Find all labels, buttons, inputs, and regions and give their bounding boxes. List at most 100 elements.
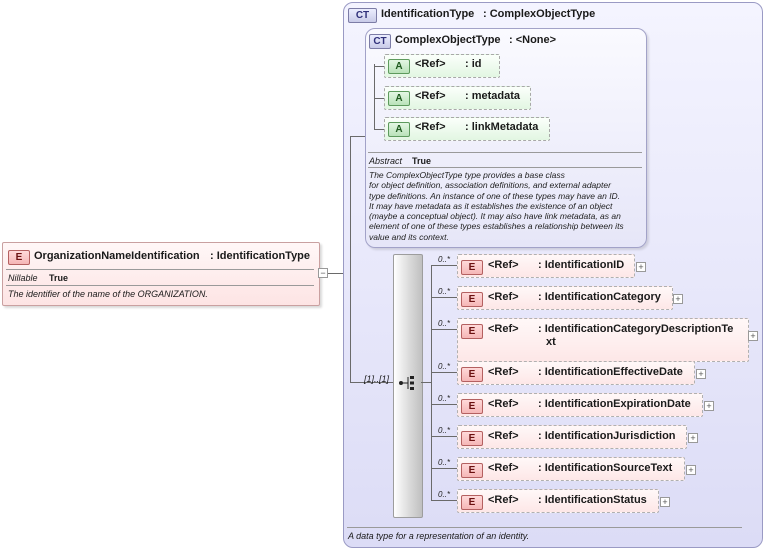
child-cardinality: 0..* xyxy=(438,319,451,328)
element-icon: E xyxy=(461,324,483,339)
connector-line xyxy=(350,136,351,382)
ref-label: <Ref> xyxy=(415,90,446,102)
divider xyxy=(368,152,642,153)
child-identification-category[interactable]: E <Ref> : IdentificationCategory xyxy=(457,286,673,310)
sequence-cardinality: [1]..[1] xyxy=(364,374,390,384)
ref-label: <Ref> xyxy=(488,430,519,442)
ref-label: <Ref> xyxy=(488,323,519,335)
root-element-box[interactable]: E OrganizationNameIdentification : Ident… xyxy=(2,242,320,306)
child-identification-status[interactable]: E <Ref> : IdentificationStatus xyxy=(457,489,659,513)
outer-type-doc: A data type for a representation of an i… xyxy=(348,531,530,541)
divider xyxy=(6,285,314,286)
element-icon: E xyxy=(461,260,483,275)
child-cardinality: 0..* xyxy=(438,490,451,499)
connector-line xyxy=(350,382,393,383)
child-identification-jurisdiction[interactable]: E <Ref> : IdentificationJurisdiction xyxy=(457,425,687,449)
attribute-icon: A xyxy=(388,91,410,106)
attribute-icon: A xyxy=(388,59,410,74)
doc-line: (maybe a conceptual object). It may also… xyxy=(369,211,621,222)
child-identification-id[interactable]: E <Ref> : IdentificationID xyxy=(457,254,635,278)
child-name: : IdentificationStatus xyxy=(538,494,647,506)
child-identification-category-description-text[interactable]: E <Ref> : IdentificationCategoryDescript… xyxy=(457,318,749,362)
connector-line xyxy=(431,372,457,373)
child-identification-expiration-date[interactable]: E <Ref> : IdentificationExpirationDate xyxy=(457,393,703,417)
ref-label: <Ref> xyxy=(488,494,519,506)
connector-line xyxy=(374,66,384,67)
ref-label: <Ref> xyxy=(415,58,446,70)
doc-line: It may have metadata as it establishes t… xyxy=(369,200,613,211)
doc-line: for object definition, association defin… xyxy=(369,180,611,191)
attribute-name: : linkMetadata xyxy=(465,121,539,133)
connector-line xyxy=(431,265,432,500)
root-element-doc: The identifier of the name of the ORGANI… xyxy=(8,289,208,299)
complex-type-icon: CT xyxy=(348,8,377,23)
inner-type-doc: The ComplexObjectType type provides a ba… xyxy=(369,170,643,242)
attribute-id[interactable]: A <Ref> : id xyxy=(384,54,500,78)
ref-label: <Ref> xyxy=(415,121,446,133)
child-cardinality: 0..* xyxy=(438,287,451,296)
child-name: : IdentificationCategory xyxy=(538,291,661,303)
root-element-type: : IdentificationType xyxy=(210,250,311,262)
child-name: : IdentificationJurisdiction xyxy=(538,430,676,442)
child-name: : IdentificationEffectiveDate xyxy=(538,366,683,378)
child-cardinality: 0..* xyxy=(438,255,451,264)
inner-type-base: : <None> xyxy=(509,34,557,46)
expand-toggle[interactable]: + xyxy=(696,369,706,379)
outer-type-name: IdentificationType xyxy=(381,8,475,20)
divider xyxy=(368,167,642,168)
expand-toggle[interactable]: + xyxy=(686,465,696,475)
expand-toggle[interactable]: + xyxy=(660,497,670,507)
ref-label: <Ref> xyxy=(488,462,519,474)
nillable-label: Nillable xyxy=(8,273,38,283)
root-element-name: OrganizationNameIdentification xyxy=(34,250,200,262)
expand-toggle[interactable]: + xyxy=(688,433,698,443)
connector-line xyxy=(374,64,375,130)
expand-toggle[interactable]: + xyxy=(636,262,646,272)
nillable-value: True xyxy=(49,273,69,283)
child-name: : IdentificationSourceText xyxy=(538,462,673,474)
element-icon: E xyxy=(461,399,483,414)
attribute-name: : id xyxy=(465,58,482,70)
attribute-metadata[interactable]: A <Ref> : metadata xyxy=(384,86,531,110)
child-identification-effective-date[interactable]: E <Ref> : IdentificationEffectiveDate xyxy=(457,361,695,385)
element-icon: E xyxy=(461,367,483,382)
element-icon: E xyxy=(461,495,483,510)
complex-type-icon: CT xyxy=(369,34,391,49)
connector-line xyxy=(431,297,457,298)
child-cardinality: 0..* xyxy=(438,426,451,435)
expand-toggle[interactable]: + xyxy=(748,331,758,341)
doc-line: The ComplexObjectType type provides a ba… xyxy=(369,170,565,180)
connector-line xyxy=(421,382,431,383)
child-name: : IdentificationCategoryDescriptionTe xyxy=(538,323,734,335)
outer-type-base: : ComplexObjectType xyxy=(483,8,596,20)
child-identification-source-text[interactable]: E <Ref> : IdentificationSourceText xyxy=(457,457,685,481)
element-icon: E xyxy=(461,431,483,446)
connector-line xyxy=(328,273,350,274)
child-name: : IdentificationExpirationDate xyxy=(538,398,691,410)
collapse-toggle[interactable]: − xyxy=(318,268,328,278)
element-icon: E xyxy=(8,250,30,265)
ref-label: <Ref> xyxy=(488,291,519,303)
abstract-value: True xyxy=(412,156,432,166)
child-name: : IdentificationID xyxy=(538,259,625,271)
connector-line xyxy=(431,500,457,501)
child-cardinality: 0..* xyxy=(438,394,451,403)
ref-label: <Ref> xyxy=(488,398,519,410)
divider xyxy=(347,527,742,528)
attribute-link-metadata[interactable]: A <Ref> : linkMetadata xyxy=(384,117,550,141)
connector-line xyxy=(431,468,457,469)
element-icon: E xyxy=(461,463,483,478)
connector-line xyxy=(431,329,457,330)
expand-toggle[interactable]: + xyxy=(704,401,714,411)
child-name-continued: xt xyxy=(546,336,556,348)
connector-line xyxy=(431,404,457,405)
ref-label: <Ref> xyxy=(488,366,519,378)
expand-toggle[interactable]: + xyxy=(673,294,683,304)
abstract-label: Abstract xyxy=(369,156,403,166)
doc-line: type definitions. An instance of one of … xyxy=(369,190,621,201)
child-cardinality: 0..* xyxy=(438,362,451,371)
sequence-bar[interactable] xyxy=(393,254,423,518)
divider xyxy=(6,269,314,270)
inner-type-name: ComplexObjectType xyxy=(395,34,501,46)
sequence-icon xyxy=(399,376,414,390)
